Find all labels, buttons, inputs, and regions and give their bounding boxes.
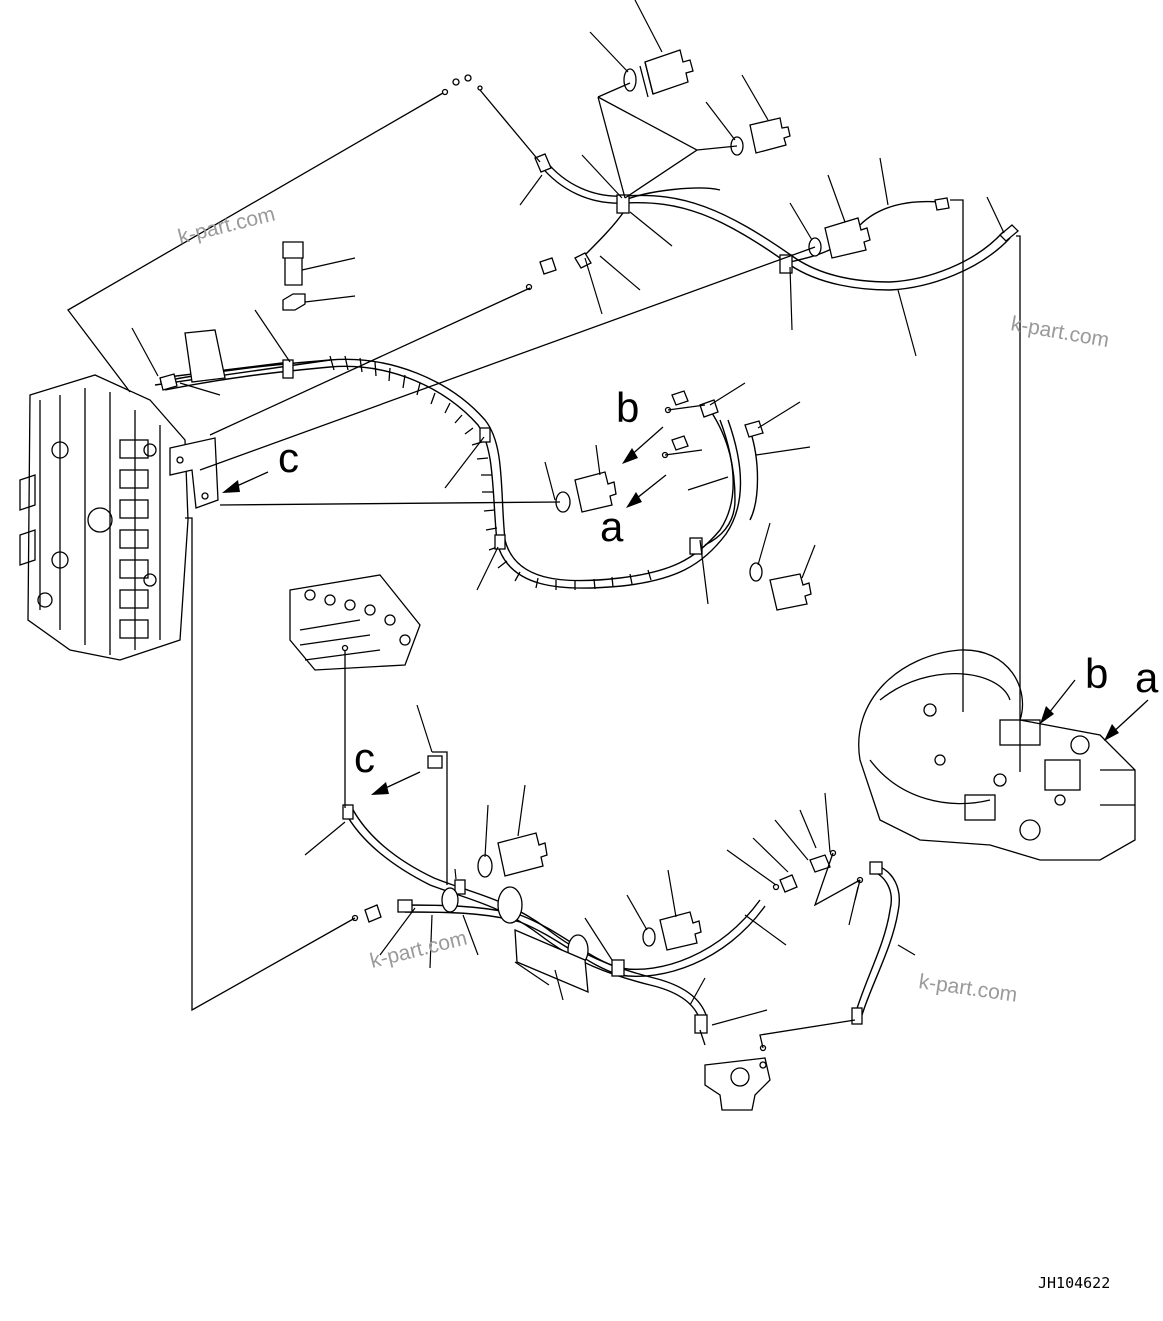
view-ref-c-lower: c <box>354 734 375 781</box>
pilot-valve-block <box>289 574 421 671</box>
assembly-lines <box>67 82 1021 1049</box>
upper-hose-harness <box>154 153 1019 590</box>
view-arrows <box>222 426 1149 795</box>
control-valve-assembly <box>19 374 219 661</box>
bolts-and-washers <box>282 49 871 1052</box>
view-ref-c-left: c <box>278 434 299 481</box>
leader-lines <box>131 0 1005 1026</box>
view-ref-a-top: a <box>600 503 624 550</box>
watermark-1: k-part.com <box>176 203 278 249</box>
view-ref-a-pump: a <box>1135 654 1159 701</box>
watermark-2: k-part.com <box>1009 312 1111 352</box>
lower-hose-harness <box>184 329 900 1034</box>
main-pump-assembly <box>858 649 1136 861</box>
view-ref-b-top: b <box>616 384 639 431</box>
drawing-code: JH104622 <box>1038 1274 1110 1292</box>
selector-valve <box>704 1057 771 1111</box>
view-ref-b-pump: b <box>1085 650 1108 697</box>
watermark-4: k-part.com <box>917 970 1018 1007</box>
watermark-3: k-part.com <box>368 927 470 973</box>
